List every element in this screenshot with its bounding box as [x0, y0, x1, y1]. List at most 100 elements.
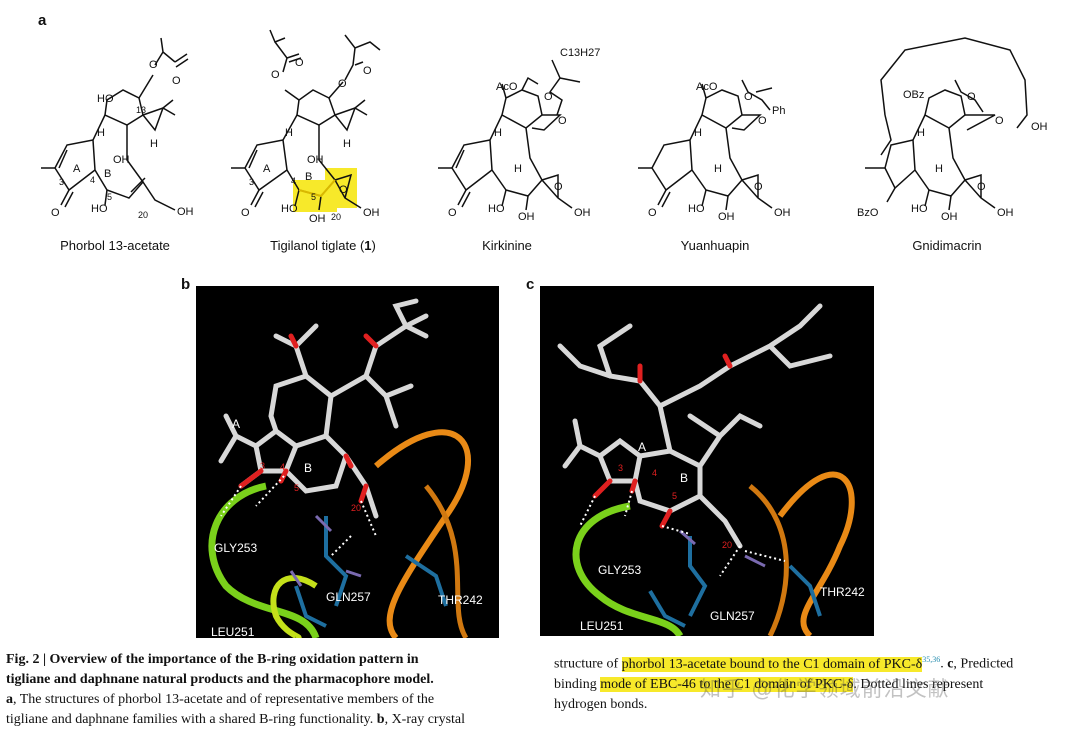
- struct2-label-13: O: [241, 207, 250, 219]
- struct2-label-9: 3: [249, 177, 254, 187]
- struct5-label-1: OH: [1031, 121, 1048, 133]
- structure-phorbol-13-acetate: HO 13 O O H H A B OH 3 4 5 20 O HO OH: [35, 20, 215, 235]
- structure-2-name: Tigilanol tiglate (1): [270, 238, 376, 253]
- struct1-label-0: HO: [97, 93, 114, 105]
- struct4-label-8: OH: [718, 211, 735, 223]
- struct2-label-0: O: [271, 69, 280, 81]
- struct5-label-4: H: [917, 127, 925, 139]
- structure-2-name-text: Tigilanol tiglate: [270, 238, 357, 253]
- struct2-label-12: 20: [331, 212, 341, 222]
- caption-right-line3: hydrogen bonds.: [554, 696, 648, 712]
- panel-c-num-3: 3: [618, 463, 623, 473]
- struct3-label-1: C13H27: [560, 47, 600, 59]
- struct4-label-7: HO: [688, 203, 705, 215]
- struct1-label-4: H: [97, 127, 105, 139]
- structure-1-name: Phorbol 13-acetate: [60, 238, 170, 253]
- struct2-label-17: OH: [309, 213, 326, 225]
- panel-c-num-4: 4: [652, 468, 657, 478]
- struct4-label-10: O: [648, 207, 657, 219]
- reference-superscript: 35,36: [922, 655, 941, 664]
- structure-3-name: Kirkinine: [482, 238, 532, 253]
- struct2-label-7: B: [305, 171, 312, 183]
- struct2-label-3: O: [363, 65, 372, 77]
- panel-b-gly253: GLY253: [214, 541, 257, 555]
- caption-line4: tigliane and daphnane families with a sh…: [6, 712, 466, 727]
- watermark: 知乎 @化学领域前沿文献: [700, 677, 950, 701]
- struct3-label-5: H: [514, 163, 522, 175]
- structure-tigilanol-tiglate: O O O O H H A B OH 3 4 5 20 O HO OH O OH: [225, 20, 410, 235]
- struct5-label-6: BzO: [857, 207, 879, 219]
- struct3-label-0: AcO: [496, 81, 518, 93]
- struct4-label-3: O: [758, 115, 767, 127]
- struct2-label-2: O: [338, 78, 347, 90]
- panel-c-thr242: THR242: [820, 585, 865, 599]
- struct3-label-3: O: [558, 115, 567, 127]
- panel-c-letter: c: [526, 276, 535, 293]
- struct4-label-9: OH: [774, 207, 791, 219]
- struct2-label-4: H: [285, 127, 293, 139]
- panel-b-leu251: LEU251: [211, 625, 255, 638]
- struct1-label-11: 5: [107, 192, 112, 202]
- struct3-label-9: OH: [574, 207, 591, 219]
- structure-gnidimacrin: OBz OH O O H H BzO HO OH OH O: [845, 20, 1065, 235]
- panel-b-num-4: 4: [280, 462, 285, 472]
- panel-b-num-20: 20: [351, 503, 361, 513]
- struct2-label-6: A: [263, 163, 271, 175]
- struct3-label-2: O: [544, 91, 553, 103]
- struct1-label-2: O: [149, 59, 158, 71]
- structure-kirkinine: AcO C13H27 O O H H O HO OH OH O: [432, 20, 602, 235]
- struct3-label-10: O: [448, 207, 457, 219]
- panel-c-leu251: LEU251: [580, 619, 624, 633]
- panel-c-num-5: 5: [672, 491, 677, 501]
- panel-b-ring-b: B: [304, 461, 312, 475]
- structure-2-number: 1: [364, 238, 372, 253]
- struct5-label-9: OH: [997, 207, 1014, 219]
- struct4-label-0: AcO: [696, 81, 718, 93]
- struct1-label-9: 3: [59, 177, 64, 187]
- caption-left: Fig. 2 | Overview of the importance of t…: [6, 650, 531, 730]
- struct1-label-12: 20: [138, 210, 148, 220]
- caption-title-line1: Fig. 2 | Overview of the importance of t…: [6, 652, 419, 667]
- panel-c-ring-b: B: [680, 471, 688, 485]
- caption-right: structure of phorbol 13-acetate bound to…: [554, 650, 1080, 715]
- struct5-label-0: OBz: [903, 89, 924, 101]
- struct2-label-5: H: [343, 138, 351, 150]
- panel-b-thr242: THR242: [438, 593, 483, 607]
- struct1-label-3: O: [172, 75, 181, 87]
- struct2-label-8: OH: [307, 154, 324, 166]
- struct1-label-8: OH: [113, 154, 130, 166]
- panel-b-ring-a: A: [232, 417, 240, 431]
- struct2-label-15: OH: [363, 207, 380, 219]
- caption-right-line1: structure of phorbol 13-acetate bound to…: [554, 655, 1014, 672]
- panel-b-render: A B GLY253 GLN257 THR242 LEU251 3 4 5 20: [196, 286, 499, 638]
- highlight-2: mode of EBC-46 to the C1 domain of PKC-δ: [600, 676, 854, 692]
- panel-c-gln257: GLN257: [710, 609, 755, 623]
- struct2-label-10: 4: [291, 176, 296, 186]
- panel-b-num-5: 5: [294, 483, 299, 493]
- struct1-label-6: A: [73, 163, 81, 175]
- panel-c-gly253: GLY253: [598, 563, 641, 577]
- struct5-label-2: O: [967, 91, 976, 103]
- structure-4-name: Yuanhuapin: [680, 238, 750, 253]
- panel-c-render: A B GLY253 GLN257 THR242 LEU251 3 4 5 20: [540, 286, 874, 636]
- structure-yuanhuapin: AcO Ph O O H H O HO OH OH O: [632, 20, 807, 235]
- struct4-label-6: O: [754, 181, 763, 193]
- struct3-label-6: O: [554, 181, 563, 193]
- structure-5-name: Gnidimacrin: [912, 238, 982, 253]
- panel-a-letter: a: [38, 12, 47, 29]
- highlight-1: phorbol 13-acetate bound to the C1 domai…: [621, 656, 923, 672]
- struct5-label-5: H: [935, 163, 943, 175]
- struct4-label-4: H: [694, 127, 702, 139]
- struct5-label-10: O: [977, 181, 986, 193]
- struct1-label-1: 13: [136, 105, 146, 115]
- struct5-label-7: HO: [911, 203, 928, 215]
- panel-c-ring-a: A: [638, 440, 646, 454]
- caption-title-line2: tigliane and daphnane natural products a…: [6, 672, 434, 687]
- struct1-label-14: HO: [91, 203, 108, 215]
- struct4-label-1: Ph: [772, 105, 785, 117]
- struct5-label-3: O: [995, 115, 1004, 127]
- struct2-label-1: O: [295, 57, 304, 69]
- struct2-label-16: O: [339, 184, 348, 196]
- panel-c-num-20: 20: [722, 540, 732, 550]
- panel-b-num-3: 3: [260, 461, 265, 471]
